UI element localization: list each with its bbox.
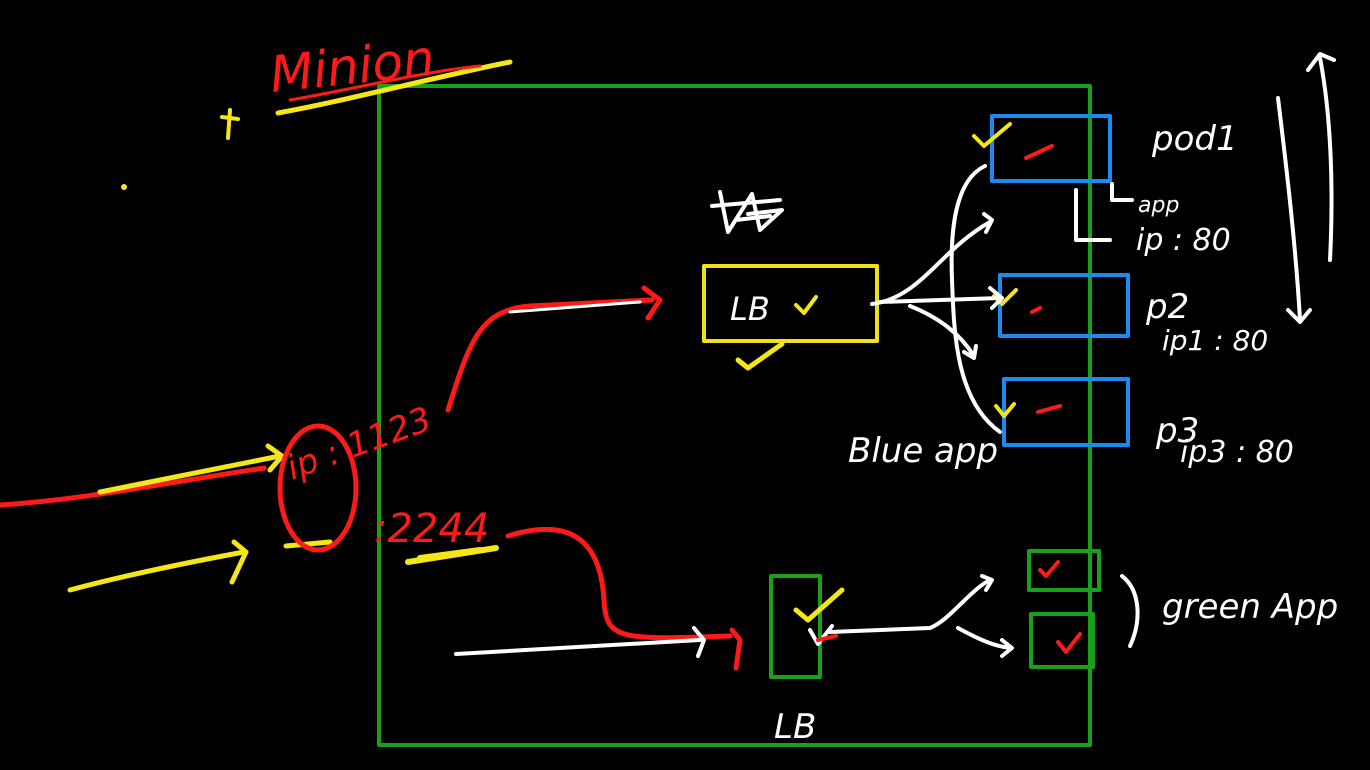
check-mark-icon [808,624,834,646]
red-mark [1024,144,1054,160]
ip-port-bottom-label: :2244 [374,506,489,552]
ip-circle [277,423,359,553]
arrow-icon [828,574,994,634]
yellow-dot [121,184,127,190]
lb-label-top: LB [730,290,770,328]
p2-ip-label: ip1 : 80 [1162,324,1268,357]
arrow-icon [1306,52,1336,262]
check-mark-icon [793,587,845,623]
title-underline-red [288,64,482,102]
flow-arrow-red-bottom [505,526,743,671]
node-outline [377,84,1092,747]
check-mark-icon [972,122,1012,148]
lb-label-bottom: LB [774,707,816,747]
arrow-icon [878,286,1004,310]
blue-pod-2-box [998,273,1130,338]
arrow-icon [908,304,978,360]
blue-pod-3-box [1002,377,1130,447]
scribble-icon [710,190,784,234]
p2-label: p2 [1145,287,1189,327]
arrow-icon [870,212,994,306]
check-mark-icon [794,295,818,315]
yellow-x-mark [220,108,240,140]
flow-arrow-white-bottom [454,626,706,658]
green-pod-2-box [1029,612,1095,669]
p3-ip-label: ip3 : 80 [1180,435,1294,470]
incoming-arrow-yellow [97,443,285,495]
red-mark [1030,306,1042,314]
check-mark-icon [994,402,1016,418]
check-mark-icon [1056,632,1082,654]
blue-pod-1-box [990,114,1112,183]
yellow-dash [283,539,333,549]
title-text: Minion [267,29,437,104]
brace [949,164,1002,434]
pod1-ip-label: ip : 80 [1136,223,1231,258]
green-app-label: green App [1162,587,1338,627]
pod1-bracket [1074,182,1134,242]
flow-arrow-white-top [508,300,642,314]
ip-port-top-label: ip : 1123 [281,399,436,488]
arrow-icon [956,626,1014,658]
yellow-highlight [405,545,499,565]
blue-app-label: Blue app [848,431,998,471]
red-mark [1036,404,1062,414]
load-balancer-green-box [769,574,822,679]
flow-arrow-red-top [445,285,663,413]
incoming-arrow-red [0,465,267,508]
incoming-arrow-yellow-2 [67,539,249,593]
title-underline [275,59,513,116]
green-app-brace [1120,574,1140,648]
p3-label: p3 [1155,411,1199,451]
pod1-app-label: app [1138,193,1179,218]
green-pod-1-box [1027,549,1101,592]
check-mark-icon [735,341,785,371]
red-mark [816,634,838,642]
check-mark-icon [1038,560,1060,578]
arrow-icon [1276,96,1312,324]
pod1-label: pod1 [1151,119,1238,159]
